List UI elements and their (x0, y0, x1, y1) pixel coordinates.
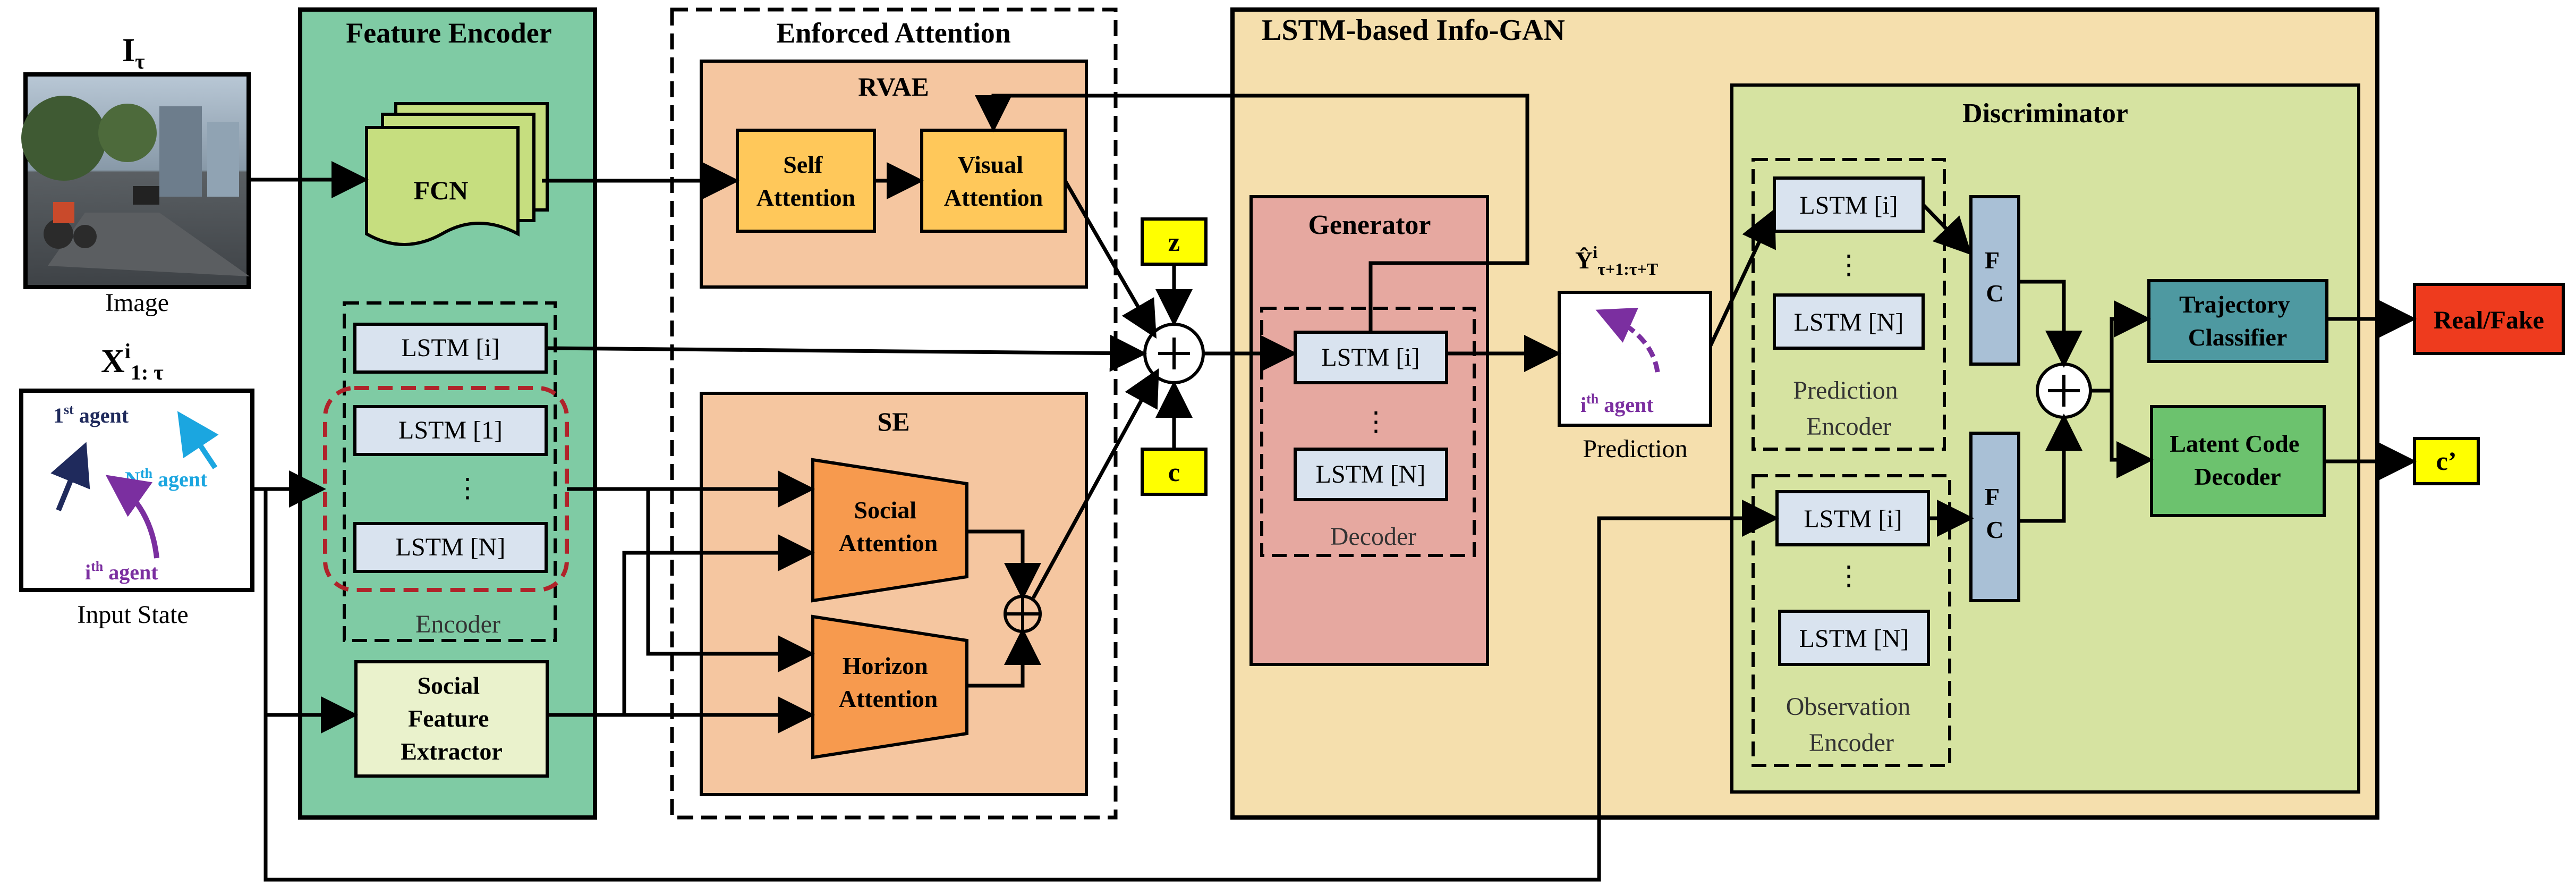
car-shape (133, 186, 159, 205)
latent-code-decoder-label: Latent Code Decoder (2170, 430, 2306, 490)
lstm-n-generator (1294, 448, 1448, 501)
info-gan-title: LSTM-based Info-GAN (1262, 14, 1565, 47)
self-attention-label: Self Attention (756, 151, 856, 211)
road-shape (48, 213, 250, 276)
fcn-label: FCN (414, 175, 469, 205)
prediction-caption: Prediction (1583, 435, 1687, 463)
c-prime-label: c’ (2436, 446, 2457, 476)
social-feature-extractor-label: Social Feature Extractor (401, 672, 503, 765)
visual-attention-label: Visual Attention (944, 151, 1043, 211)
lstm-i-prediction-encoder (1773, 176, 1925, 233)
visual-attention-block (920, 129, 1067, 233)
lstm-n-prediction-encoder (1773, 293, 1925, 350)
lstm-n-generator-label: LSTM [N] (1316, 460, 1426, 488)
image-input: Iτ Image (21, 32, 251, 317)
generator-title: Generator (1308, 210, 1431, 240)
prediction-encoder-dots: ⋮ (1835, 250, 1862, 280)
feature-encoder: Feature Encoder FCN LSTM [i] LSTM [1] ⋮ … (298, 7, 597, 820)
motorcycle-shape (44, 219, 73, 249)
nth-agent-arrow (177, 411, 219, 469)
se-title: SE (877, 407, 909, 436)
discriminator-title: Discriminator (1962, 98, 2128, 129)
c-label: c (1168, 457, 1180, 487)
self-attention-block (736, 129, 876, 233)
latent-code-decoder (2150, 405, 2326, 517)
generator-dots: ⋮ (1363, 407, 1389, 436)
fc-block-bottom-label: F C (1985, 483, 2005, 543)
lstm-1-encoder-label: LSTM [1] (398, 416, 503, 444)
building-shape (159, 106, 202, 197)
input-state-label: Xi1: τ (101, 339, 164, 384)
lstm-n-observation-encoder-label: LSTM [N] (1799, 625, 1909, 653)
building-shape (207, 122, 239, 197)
z-label: z (1168, 227, 1180, 257)
social-attention-label: Social Attention (839, 496, 938, 557)
fcn-block: FCN (365, 102, 549, 246)
lstm-1-encoder (353, 405, 548, 456)
real-fake-label: Real/Fake (2434, 306, 2544, 334)
prediction-encoder-dashed-box (1752, 158, 1946, 451)
image-label: Iτ (122, 32, 145, 73)
rvae-title: RVAE (858, 72, 929, 102)
c-box (1141, 448, 1208, 496)
z-box (1141, 217, 1208, 266)
observation-encoder-dashed-box (1752, 474, 1951, 767)
lstm-n-prediction-encoder-label: LSTM [N] (1794, 308, 1904, 336)
tree-shape (21, 96, 106, 181)
c-prime-output (2413, 437, 2480, 485)
info-gan: LSTM-based Info-GAN Generator LSTM [i] ⋮… (1230, 7, 2379, 820)
motorcycle-shape (73, 225, 97, 248)
connectors (249, 94, 2417, 882)
lstm-i-generator-label: LSTM [i] (1321, 343, 1419, 372)
ith-agent-arrow (105, 475, 159, 559)
observation-encoder-label: Observation Encoder (1786, 693, 1917, 757)
noise-inputs: z c (1141, 217, 1208, 496)
decoder-label: Decoder (1330, 522, 1417, 551)
lstm-n-encoder (353, 522, 548, 573)
decoder-dashed-box (1260, 307, 1476, 557)
real-fake-output (2413, 283, 2565, 355)
lstm-i-encoder-label: LSTM [i] (401, 334, 499, 362)
trajectory-classifier (2147, 279, 2328, 363)
trajectory-classifier-label: Trajectory Classifier (2179, 291, 2296, 351)
image-caption: Image (105, 289, 169, 317)
lstm-n-observation-encoder (1778, 610, 1930, 666)
lstm-n-encoder-label: LSTM [N] (396, 533, 506, 561)
lstm-i-prediction-encoder-label: LSTM [i] (1799, 191, 1898, 220)
feature-encoder-title: Feature Encoder (346, 17, 551, 49)
enforced-attention-title: Enforced Attention (776, 17, 1011, 49)
lstm-i-observation-encoder-label: LSTM [i] (1804, 505, 1902, 533)
horizon-attention-label: Horizon Attention (839, 652, 938, 712)
prediction-label: Ŷiτ+1:τ+T (1575, 242, 1658, 279)
prediction-encoder-label: Prediction Encoder (1793, 376, 1904, 441)
observation-encoder-dots: ⋮ (1835, 561, 1862, 591)
encoder-dashed-box (343, 301, 557, 642)
tree-shape (98, 104, 157, 162)
enforced-attention: Enforced Attention RVAE Self Attention V… (670, 7, 1118, 820)
fc-block-top-label: F C (1985, 247, 2005, 307)
encoder-dots: ⋮ (454, 473, 481, 503)
encoder-label: Encoder (415, 610, 500, 638)
input-state-caption: Input State (77, 601, 188, 629)
first-agent-arrow (50, 442, 90, 511)
rider-shape (53, 202, 74, 223)
outputs: Real/Fake c’ (2413, 283, 2565, 485)
prediction-agent-arrow (1595, 308, 1660, 373)
